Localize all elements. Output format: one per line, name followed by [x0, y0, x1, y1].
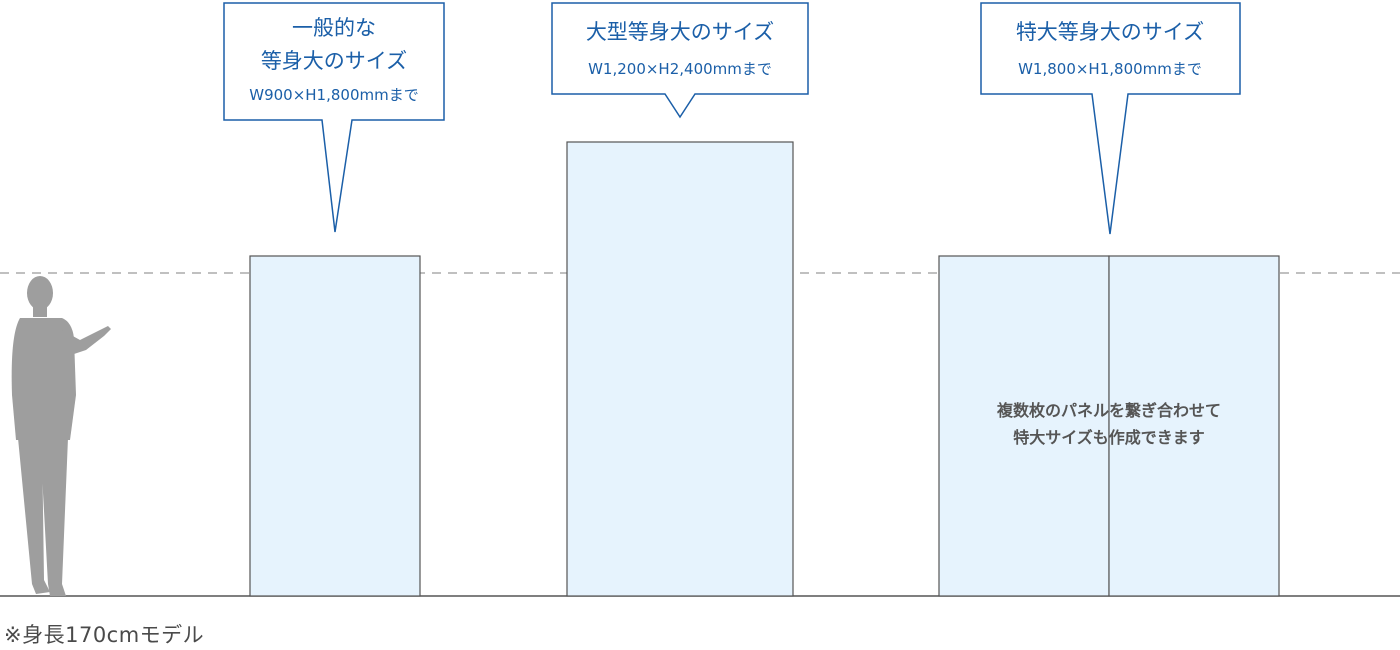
callout-extra-large: 特大等身大のサイズ W1,800×H1,800mmまで [980, 2, 1241, 235]
panel-standard [249, 255, 421, 597]
callout-large-bubble [551, 2, 809, 119]
panel-extra-large-left [938, 255, 1110, 597]
panel-note-line2: 特大サイズも作成できます [1013, 428, 1205, 447]
callout-standard-size: W900×H1,800mmまで [249, 86, 418, 104]
callout-extra-large-bubble [980, 2, 1241, 235]
callout-standard-bubble [223, 2, 445, 233]
callout-large-title: 大型等身大のサイズ [586, 20, 774, 44]
callout-standard-title-line1: 一般的な [292, 16, 376, 40]
panel-extra-large-right [1108, 255, 1280, 597]
callout-extra-large-size: W1,800×H1,800mmまで [1018, 60, 1202, 78]
height-model-caption: ※身長170cmモデル [4, 623, 205, 647]
callout-extra-large-title: 特大等身大のサイズ [1016, 20, 1204, 44]
panel-large [566, 141, 794, 597]
person-silhouette-icon [11, 276, 111, 596]
panel-note-line1: 複数枚のパネルを繋ぎ合わせて [996, 401, 1221, 420]
callout-large: 大型等身大のサイズ W1,200×H2,400mmまで [551, 2, 809, 119]
callout-standard: 一般的な 等身大のサイズ W900×H1,800mmまで [223, 2, 445, 233]
callout-large-size: W1,200×H2,400mmまで [588, 60, 772, 78]
callout-standard-title-line2: 等身大のサイズ [261, 49, 407, 73]
